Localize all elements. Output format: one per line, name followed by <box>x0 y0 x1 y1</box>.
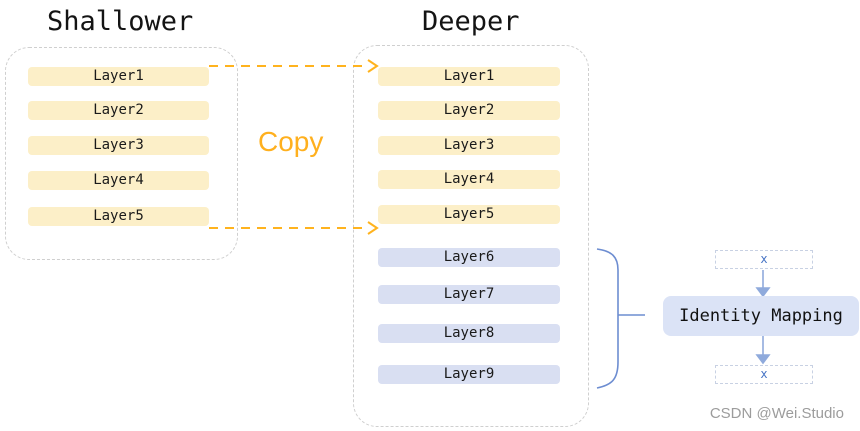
deeper-layer-6: Layer6 <box>378 248 560 267</box>
deeper-layer-8: Layer8 <box>378 324 560 343</box>
identity-mapping-box: Identity Mapping <box>663 296 859 336</box>
copy-label: Copy <box>258 126 324 157</box>
shallower-network-container <box>5 47 238 260</box>
deeper-layer-9: Layer9 <box>378 365 560 384</box>
shallower-title: Shallower <box>47 6 194 37</box>
shallower-layer-1: Layer1 <box>28 67 209 86</box>
watermark-text: CSDN @Wei.Studio <box>709 405 844 422</box>
deeper-network-container <box>353 45 589 427</box>
shallower-layer-4: Layer4 <box>28 171 209 190</box>
shallower-layer-5: Layer5 <box>28 207 209 226</box>
deeper-layer-7: Layer7 <box>378 285 560 304</box>
deeper-layer-4: Layer4 <box>378 170 560 189</box>
brace-icon <box>596 248 645 389</box>
deeper-layer-1: Layer1 <box>378 67 560 86</box>
identity-input-box: x <box>715 250 813 269</box>
shallower-layer-3: Layer3 <box>28 136 209 155</box>
shallower-layer-2: Layer2 <box>28 101 209 120</box>
deeper-title: Deeper <box>422 6 520 37</box>
flow-arrow-in-icon <box>755 270 771 298</box>
deeper-layer-3: Layer3 <box>378 136 560 155</box>
identity-output-box: x <box>715 365 813 384</box>
deeper-layer-5: Layer5 <box>378 205 560 224</box>
flow-arrow-out-icon <box>755 336 771 365</box>
deeper-layer-2: Layer2 <box>378 101 560 120</box>
